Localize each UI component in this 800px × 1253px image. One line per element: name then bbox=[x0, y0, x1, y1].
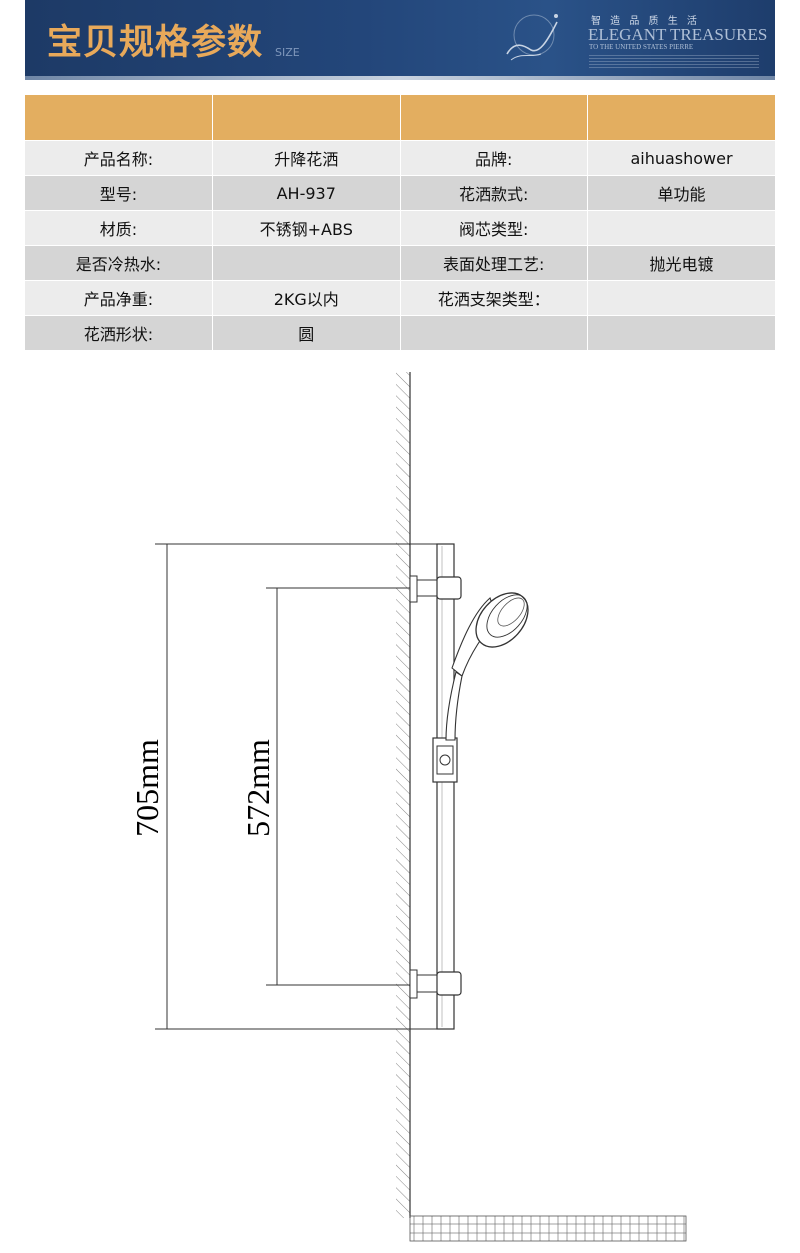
spec-header-cell bbox=[212, 95, 401, 141]
header-banner: 宝贝规格参数 SIZE 智 造 品 质 生 活 ELEGANT TREASURE… bbox=[25, 0, 775, 80]
dimension-inner: 572mm bbox=[240, 587, 410, 986]
spec-label: 花洒款式: bbox=[400, 175, 588, 211]
brand-slogan-sub: TO THE UNITED STATES PIERRE bbox=[589, 43, 694, 51]
dimension-outer-label: 705mm bbox=[129, 739, 165, 837]
spec-value bbox=[587, 315, 775, 350]
floor bbox=[409, 1215, 687, 1242]
spec-label: 型号: bbox=[25, 175, 213, 211]
table-row: 是否冷热水: 表面处理工艺: 抛光电镀 bbox=[25, 245, 775, 281]
page-subtitle: SIZE bbox=[275, 46, 300, 59]
wall bbox=[396, 372, 411, 1218]
spec-table-header bbox=[25, 95, 775, 141]
spec-value: aihuashower bbox=[587, 140, 775, 176]
hand-shower-icon bbox=[445, 592, 529, 741]
spec-value: 升降花洒 bbox=[212, 140, 401, 176]
top-bracket bbox=[409, 575, 462, 603]
spec-label: 产品净重: bbox=[25, 280, 213, 316]
bottom-bracket bbox=[409, 969, 462, 999]
spec-value: AH-937 bbox=[212, 175, 401, 211]
slide-rail bbox=[436, 543, 455, 1030]
spec-label: 是否冷热水: bbox=[25, 245, 213, 281]
spec-header-cell bbox=[587, 95, 775, 141]
spec-header-cell bbox=[400, 95, 588, 141]
spec-value: 2KG以内 bbox=[212, 280, 401, 316]
spec-value: 抛光电镀 bbox=[587, 245, 775, 281]
dimension-drawing: 705mm 572mm bbox=[129, 372, 687, 1242]
slider-holder bbox=[432, 737, 458, 783]
spec-value bbox=[587, 280, 775, 316]
brand-slogan-en: ELEGANT TREASURES bbox=[588, 25, 768, 44]
spec-label: 花洒支架类型： bbox=[400, 280, 588, 316]
brand-logo bbox=[506, 14, 558, 61]
brand-slogan-cn: 智 造 品 质 生 活 bbox=[591, 16, 700, 27]
spec-label: 材质: bbox=[25, 210, 213, 246]
spec-label bbox=[400, 315, 588, 350]
dimension-inner-label: 572mm bbox=[240, 739, 276, 837]
table-row: 产品净重: 2KG以内 花洒支架类型： bbox=[25, 280, 775, 316]
spec-header-cell bbox=[25, 95, 213, 141]
spec-value: 单功能 bbox=[587, 175, 775, 211]
spec-value: 圆 bbox=[212, 315, 401, 350]
table-row: 花洒形状: 圆 bbox=[25, 315, 775, 350]
table-row: 型号: AH-937 花洒款式: 单功能 bbox=[25, 175, 775, 211]
dimension-outer: 705mm bbox=[129, 543, 454, 1030]
spec-value bbox=[587, 210, 775, 246]
spec-value bbox=[212, 245, 401, 281]
brand-decoration bbox=[589, 55, 759, 69]
spec-label: 花洒形状: bbox=[25, 315, 213, 350]
page-title: 宝贝规格参数 bbox=[47, 23, 264, 63]
table-row: 产品名称: 升降花洒 品牌: aihuashower bbox=[25, 140, 775, 176]
table-row: 材质: 不锈钢+ABS 阀芯类型: bbox=[25, 210, 775, 246]
spec-label: 品牌: bbox=[400, 140, 588, 176]
spec-label: 阀芯类型: bbox=[400, 210, 588, 246]
spec-value: 不锈钢+ABS bbox=[212, 210, 401, 246]
spec-label: 产品名称: bbox=[25, 140, 213, 176]
spec-table: 产品名称: 升降花洒 品牌: aihuashower 型号: AH-937 花洒… bbox=[25, 95, 775, 350]
spec-label: 表面处理工艺: bbox=[400, 245, 588, 281]
